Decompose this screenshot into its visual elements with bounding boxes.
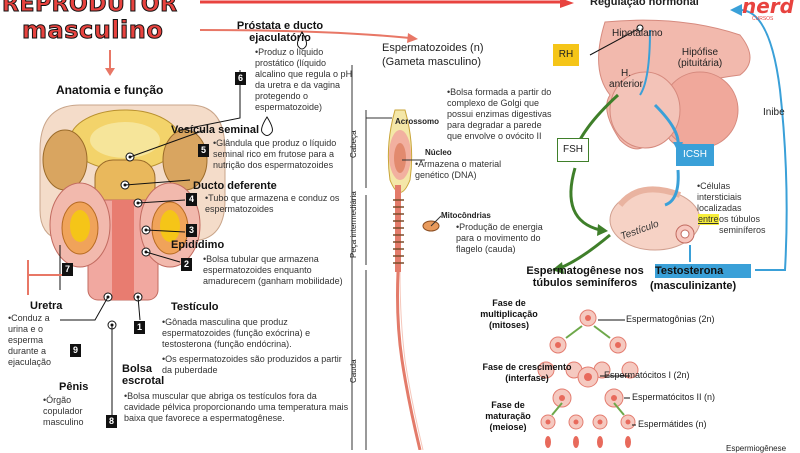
- inibe-label: Inibe: [763, 107, 785, 118]
- number-badge-1: 1: [134, 321, 145, 334]
- ducto-title: Ducto deferente: [193, 180, 277, 192]
- hormonal-heading: Regulação hormonal: [590, 0, 699, 8]
- brand-sub: CURSOS: [752, 16, 774, 22]
- number-badge-6: 6: [235, 72, 246, 85]
- espermatocitos-i-label: Espermatócitos I (2n): [604, 370, 690, 380]
- anatomy-illustration: [39, 104, 226, 330]
- spermatogenesis-illustration: [537, 309, 639, 448]
- number-badge-9: 9: [70, 344, 81, 357]
- icsh-box: ICSH: [676, 144, 714, 166]
- number-badge-4: 4: [186, 193, 197, 206]
- number-badge-8: 8: [106, 415, 117, 428]
- prostata-desc: •Produz o líquido prostático (líquido al…: [255, 47, 353, 112]
- testiculo-desc1: •Gônada masculina que produz espermatozo…: [162, 317, 311, 349]
- bolsa-desc: •Bolsa muscular que abriga os testículos…: [124, 391, 349, 423]
- ducto-desc: •Tubo que armazena e conduz os espermato…: [205, 193, 340, 214]
- celulas-desc: •Células intersticiais localizadas: [697, 181, 742, 213]
- number-badge-7: 7: [62, 263, 73, 276]
- cabeca-label: Cabeça: [349, 130, 358, 158]
- espermatides-label: Espermátides (n): [638, 419, 707, 429]
- acrossomo-label: Acrossomo: [395, 117, 440, 126]
- vesicula-desc: •Glândula que produz o líquido seminal r…: [213, 138, 337, 170]
- masculinizante-label: (masculinizante): [650, 280, 737, 292]
- acrossomo-desc: •Bolsa formada a partir do complexo de G…: [447, 87, 552, 141]
- entre-highlight: entre: [698, 214, 719, 225]
- cauda-label: Cauda: [349, 359, 358, 383]
- fase-multiplicacao: Fase de multiplicação (mitoses): [480, 298, 538, 330]
- nucleo-label: Núcleo: [425, 148, 452, 157]
- top-connector-arrow: [560, 0, 574, 8]
- h-anterior-label: H. anterior: [609, 68, 643, 90]
- fase-maturacao: Fase de maturação (meiose): [485, 400, 531, 432]
- sperm-subheading: (Gameta masculino): [382, 56, 482, 68]
- sperm-brackets: [365, 110, 442, 450]
- mitocondrias-label: Mitocôndrias: [441, 211, 491, 220]
- espermiogenese-label: Espermiogênese: [726, 444, 787, 453]
- vesicula-title: Vesícula seminal: [171, 124, 260, 136]
- epididimo-desc: •Bolsa tubular que armazena espermatozoi…: [203, 254, 343, 286]
- epididimo-title: Epidídimo: [171, 239, 225, 251]
- sperm-heading: Espermatozoides (n): [382, 42, 484, 54]
- espermatogonias-label: Espermatogônias (2n): [626, 314, 715, 324]
- peca-label: Peça intermediária: [349, 191, 358, 258]
- number-badge-3: 3: [186, 224, 197, 237]
- drop-icon: [261, 31, 307, 136]
- fsh-box: FSH: [557, 138, 589, 162]
- mitocondrias-desc: •Produção de energia para o movimento do…: [456, 222, 543, 254]
- sperm-illustration: [387, 109, 440, 450]
- uretra-desc: •Conduz a urina e o esperma durante a ej…: [8, 313, 52, 367]
- espermatocitos-ii-label: Espermatócitos II (n): [632, 392, 716, 402]
- hipofise-label: Hipófise (pituitária): [677, 47, 723, 69]
- rh-box: RH: [553, 44, 579, 66]
- prostata-title: Próstata e ducto ejaculatório: [236, 20, 324, 44]
- espermatogenese-heading: Espermatogênese nos túbulos seminíferos: [526, 265, 644, 289]
- number-badge-5: 5: [198, 144, 209, 157]
- testiculo-title: Testículo: [171, 301, 219, 313]
- anatomy-leader-lines: [59, 70, 241, 420]
- hormonal-illustration: [598, 19, 751, 251]
- hipotalamo-label: Hipotálamo: [612, 28, 663, 39]
- title-line2: masculino: [21, 16, 164, 45]
- title-line1: REPRODUTOR: [2, 0, 178, 18]
- tubulos-desc: os túbulos seminíferos: [719, 214, 766, 235]
- penis-title: Pênis: [59, 381, 89, 393]
- number-badge-2: 2: [181, 258, 192, 271]
- testiculo-desc2: •Os espermatozoides são produzidos a par…: [162, 354, 342, 375]
- fase-crescimento: Fase de crescimento (interfase): [482, 362, 572, 383]
- title-arrow-right: [199, 29, 411, 39]
- bolsa-title: Bolsa escrotal: [122, 363, 165, 387]
- anatomy-heading: Anatomia e função: [56, 83, 164, 97]
- brand-logo: nerd: [742, 0, 794, 18]
- testosterona-box: Testosterona: [655, 264, 751, 278]
- nucleo-desc: •Armazena o material genético (DNA): [415, 159, 502, 180]
- penis-desc: •Órgão copulador masculino: [43, 395, 84, 427]
- uretra-title: Uretra: [30, 300, 63, 312]
